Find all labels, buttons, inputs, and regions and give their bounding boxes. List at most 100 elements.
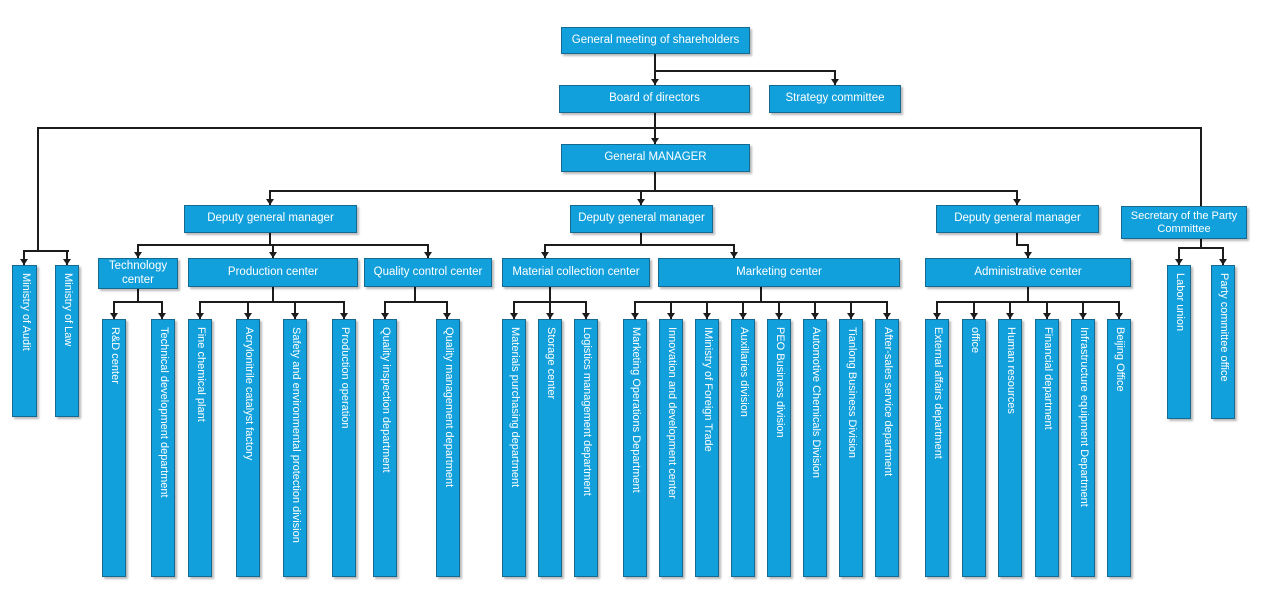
- connector-arrow-down: [933, 313, 941, 319]
- connector-arrow-down: [244, 313, 252, 319]
- connector-arrow-down: [847, 313, 855, 319]
- node-marketing-center: Marketing center: [658, 258, 900, 287]
- connector-segment: [37, 127, 1202, 129]
- connector-segment: [272, 287, 274, 302]
- connector-arrow-down: [631, 313, 639, 319]
- node-human-resources: Human resources: [998, 319, 1022, 577]
- node-strategy-committee: Strategy committee: [769, 85, 901, 113]
- connector-segment: [634, 301, 888, 303]
- node-quality-inspection-department: Quality inspection department: [373, 319, 397, 577]
- connector-segment: [294, 301, 296, 319]
- connector-segment: [654, 172, 656, 191]
- connector-segment: [654, 70, 656, 85]
- connector-segment: [1046, 301, 1048, 319]
- node-fine-chemical-plant: Fine chemical plant: [188, 319, 212, 577]
- connector-segment: [446, 301, 448, 319]
- connector-segment: [742, 301, 744, 319]
- connector-segment: [733, 244, 735, 258]
- node-external-affairs-department: External affairs department: [925, 319, 949, 577]
- connector-segment: [634, 301, 636, 319]
- connector-segment: [549, 287, 551, 302]
- connector-segment: [1027, 287, 1029, 302]
- connector-segment: [549, 301, 551, 319]
- node-ministry-of-audit: Ministry of Audit: [12, 265, 37, 417]
- connector-segment: [1016, 233, 1018, 246]
- connector-segment: [384, 301, 448, 303]
- connector-segment: [199, 301, 344, 303]
- connector-segment: [113, 301, 115, 319]
- connector-arrow-down: [637, 199, 645, 205]
- node-deputy-general-manager-3: Deputy general manager: [936, 205, 1099, 233]
- connector-arrow-down: [541, 252, 549, 258]
- connector-segment: [850, 301, 852, 319]
- connector-segment: [113, 301, 163, 303]
- node-party-committee-office: Party committee office: [1211, 265, 1235, 419]
- node-auxillaries-division: Auxillaries division: [731, 319, 755, 577]
- connector-segment: [654, 54, 656, 71]
- connector-arrow-down: [651, 138, 659, 144]
- connector-segment: [544, 244, 546, 258]
- connector-arrow-down: [667, 313, 675, 319]
- connector-arrow-down: [775, 313, 783, 319]
- connector-segment: [269, 233, 271, 246]
- connector-segment: [199, 301, 201, 319]
- connector-segment: [1082, 301, 1084, 319]
- connector-segment: [1222, 247, 1224, 265]
- connector-segment: [66, 250, 68, 265]
- connector-segment: [640, 190, 642, 205]
- node-logistics-management-department: Logistics management department: [574, 319, 598, 577]
- node-general-meeting-of-shareholders: General meeting of shareholders: [561, 27, 750, 54]
- connector-segment: [654, 70, 835, 72]
- connector-arrow-down: [158, 313, 166, 319]
- node-tianlong-business-division: Tianlong Business Division: [839, 319, 863, 577]
- node-quality-control-center: Quality control center: [364, 258, 492, 287]
- connector-segment: [1009, 301, 1011, 319]
- connector-arrow-down: [1079, 313, 1087, 319]
- connector-segment: [137, 289, 139, 302]
- connector-segment: [973, 301, 975, 319]
- connector-segment: [936, 301, 1120, 303]
- connector-arrow-down: [1219, 259, 1227, 265]
- node-acrylonitrile-catalyst-factory: Acrylonitrile catalyst factory: [236, 319, 260, 577]
- connector-segment: [137, 244, 429, 246]
- connector-segment: [247, 301, 249, 319]
- node-peo-business-division: PEO Business division: [767, 319, 791, 577]
- connector-arrow-down: [883, 313, 891, 319]
- node-administrative-center: Administrative center: [925, 258, 1131, 287]
- connector-segment: [1178, 247, 1180, 265]
- node-production-operation: Production operation: [332, 319, 356, 577]
- node-after-sales-service-department: After-sales service department: [875, 319, 899, 577]
- connector-segment: [834, 70, 836, 85]
- connector-arrow-down: [739, 313, 747, 319]
- connector-arrow-down: [63, 259, 71, 265]
- connector-segment: [343, 301, 345, 319]
- node-storage-center: Storage center: [538, 319, 562, 577]
- connector-segment: [670, 301, 672, 319]
- node-secretary-of-the-party-committee: Secretary of the Party Committee: [1121, 206, 1247, 239]
- connector-arrow-down: [703, 313, 711, 319]
- connector-segment: [1027, 244, 1029, 258]
- connector-arrow-down: [1006, 313, 1014, 319]
- node-beijing-office: Beijing Office: [1107, 319, 1131, 577]
- connector-segment: [544, 244, 734, 246]
- connector-segment: [706, 301, 708, 319]
- connector-arrow-down: [730, 252, 738, 258]
- connector-arrow-down: [381, 313, 389, 319]
- connector-arrow-down: [811, 313, 819, 319]
- connector-arrow-down: [546, 313, 554, 319]
- connector-arrow-down: [134, 252, 142, 258]
- node-deputy-general-manager-2: Deputy general manager: [570, 205, 713, 233]
- connector-segment: [414, 287, 416, 302]
- connector-segment: [272, 244, 274, 258]
- node-innovation-and-development-center: Innovation and development center: [659, 319, 683, 577]
- connector-arrow-down: [340, 313, 348, 319]
- connector-segment: [137, 244, 139, 258]
- connector-arrow-down: [266, 199, 274, 205]
- node-deputy-general-manager-1: Deputy general manager: [184, 205, 357, 233]
- connector-arrow-down: [510, 313, 518, 319]
- node-rd-center: R&D center: [102, 319, 126, 577]
- connector-arrow-down: [1115, 313, 1123, 319]
- node-iministry-of-foreign-trade: IMinistry of Foreign Trade: [695, 319, 719, 577]
- connector-arrow-down: [582, 313, 590, 319]
- connector-arrow-down: [1043, 313, 1051, 319]
